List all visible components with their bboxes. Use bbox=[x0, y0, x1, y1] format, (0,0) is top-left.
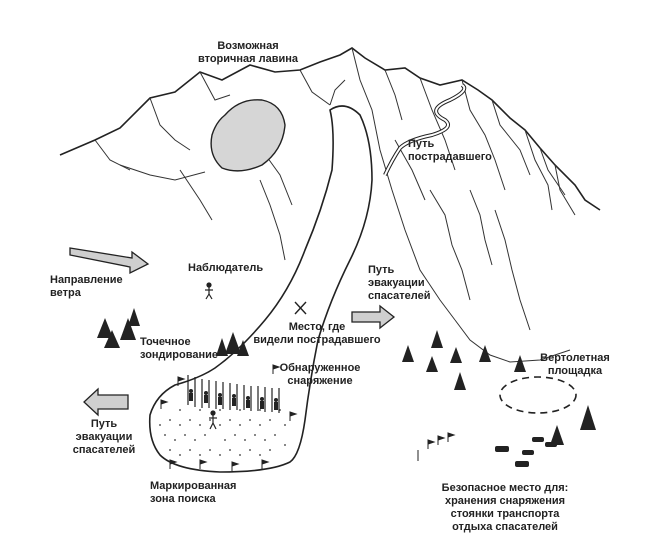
observer-person-icon bbox=[205, 282, 213, 300]
rescuer-figures bbox=[189, 389, 278, 410]
probe-line bbox=[187, 375, 280, 413]
helipad-circle bbox=[499, 376, 577, 414]
avalanche-path bbox=[148, 105, 373, 473]
last-seen-point-label: Место, где видели пострадавшего bbox=[253, 321, 381, 346]
evac-arrow-left bbox=[83, 387, 129, 417]
observer-label: Наблюдатель bbox=[188, 262, 264, 274]
wind-direction-arrow bbox=[69, 247, 150, 275]
evac-arrow-right bbox=[351, 304, 396, 330]
secondary-avalanche-label: Возможная вторичная лавина bbox=[197, 40, 299, 65]
flag-icons bbox=[160, 364, 456, 471]
person-icon bbox=[209, 410, 217, 430]
crossed-skis-icon bbox=[294, 301, 307, 315]
secondary-avalanche-zone bbox=[210, 99, 286, 172]
found-equipment-label: Обнаруженное снаряжение bbox=[279, 362, 361, 387]
rock-hatching bbox=[94, 47, 576, 363]
wind-direction-label: Направление ветра bbox=[50, 274, 123, 299]
tree-icons bbox=[97, 308, 596, 445]
rescuer-evac-path-right-label: Путь эвакуации спасателей bbox=[368, 264, 431, 302]
vehicle-icons bbox=[495, 437, 557, 467]
safe-place-label: Безопасное место для: хранения снаряжени… bbox=[441, 482, 569, 533]
mountain-ridge bbox=[59, 47, 601, 211]
victim-path-label: Путь пострадавшего bbox=[408, 138, 492, 163]
rescuer-evac-path-left-label: Путь эвакуации спасателей bbox=[72, 418, 136, 456]
helipad-label: Вертолетная площадка bbox=[540, 352, 610, 377]
spot-probing-label: Точечное зондирование bbox=[140, 336, 218, 361]
marked-search-zone-label: Маркированная зона поиска bbox=[150, 480, 237, 505]
